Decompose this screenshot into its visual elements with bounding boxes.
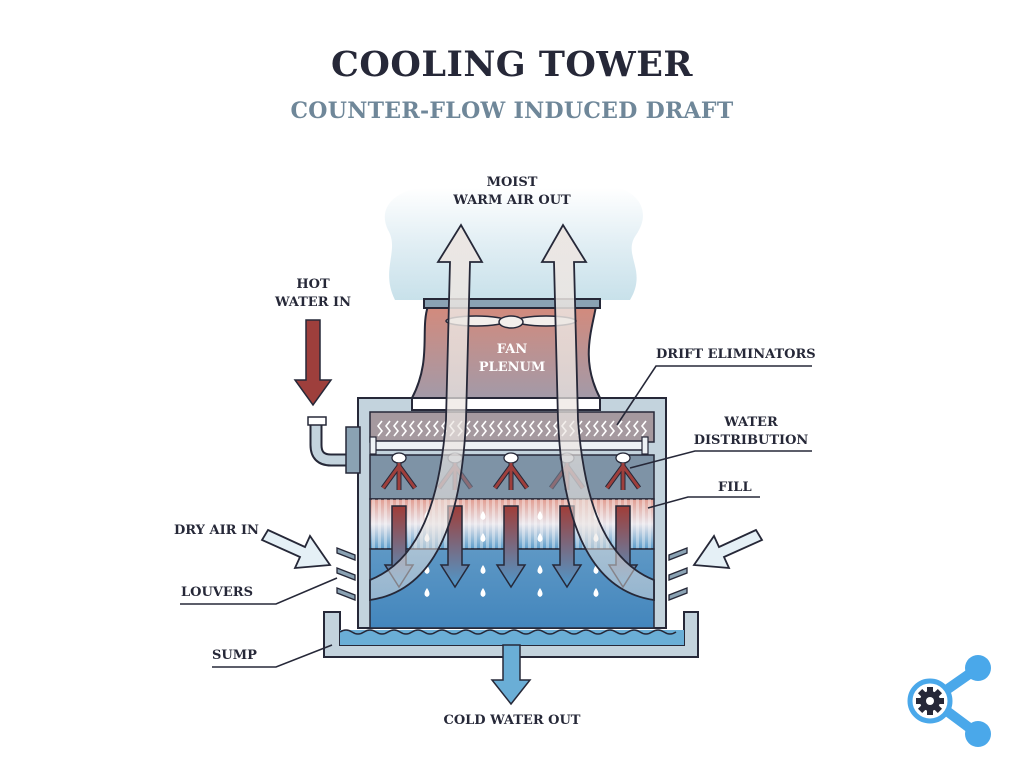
water-surface-wave [339, 629, 677, 635]
falling-water-arrow [495, 505, 527, 589]
chevron-mark [376, 420, 384, 437]
chevron-mark [640, 420, 648, 437]
water-drop [537, 588, 543, 597]
water-drop [537, 533, 543, 542]
diagram-title: COOLING TOWER [331, 44, 693, 85]
water-drop [480, 588, 486, 597]
label-dry-air-in: DRY AIR IN [174, 523, 259, 538]
chevron-mark [464, 420, 472, 437]
hot-water-inlet-pipe [307, 416, 361, 474]
spray-nozzle [492, 452, 530, 490]
chevron-mark [584, 420, 592, 437]
nozzle-head [391, 452, 407, 464]
dry-air-in-arrow-right [692, 528, 764, 570]
water-drop [537, 565, 543, 574]
water-drop [480, 511, 486, 520]
label-fill: FILL [718, 480, 752, 495]
water-drop [480, 565, 486, 574]
nozzle-head [503, 452, 519, 464]
chevron-mark [472, 420, 480, 437]
label-water-distribution-line2: DISTRIBUTION [693, 433, 809, 448]
louvers [336, 547, 688, 601]
label-fan-line1: FAN [496, 342, 528, 357]
label-fan-line2: PLENUM [478, 360, 546, 375]
chevron-mark [384, 420, 392, 437]
cold-water-out-arrow [490, 644, 532, 706]
water-drop [424, 588, 430, 597]
chevron-mark [480, 420, 488, 437]
label-louvers: LOUVERS [181, 585, 253, 600]
sump-basin [323, 611, 699, 658]
chevron-mark [528, 420, 536, 437]
label-water-distribution-line1: WATER [724, 415, 778, 430]
label-cold-water-out: COLD WATER OUT [443, 713, 581, 728]
label-sump: SUMP [212, 648, 257, 663]
water-drop [537, 511, 543, 520]
dry-air-in-arrow-left [260, 528, 332, 570]
drift-eliminator-zone [369, 411, 655, 443]
chevron-mark [600, 420, 608, 437]
spray-arrow [605, 463, 641, 490]
chevron-mark [624, 420, 632, 437]
spray-nozzle [604, 452, 642, 490]
spray-arrow [381, 463, 417, 490]
fan-cap [423, 298, 601, 309]
spray-arrow [493, 463, 529, 490]
leader-lines [180, 365, 812, 668]
chevron-mark [592, 420, 600, 437]
chevron-mark [432, 420, 440, 437]
chevron-mark [424, 420, 432, 437]
chevron-mark [400, 420, 408, 437]
chevron-mark [392, 420, 400, 437]
chevron-mark [552, 420, 560, 437]
chevron-mark [512, 420, 520, 437]
chevron-mark [608, 420, 616, 437]
chevron-mark [544, 420, 552, 437]
chevron-mark [488, 420, 496, 437]
chevron-mark [408, 420, 416, 437]
chevron-mark [616, 420, 624, 437]
nozzle-head [615, 452, 631, 464]
sump-water [340, 630, 684, 645]
label-hot-water-line1: HOT [296, 277, 330, 292]
chevron-mark [504, 420, 512, 437]
water-drop [593, 588, 599, 597]
label-drift-eliminators: DRIFT ELIMINATORS [656, 347, 816, 362]
chevron-mark [632, 420, 640, 437]
chevron-mark [520, 420, 528, 437]
chevron-mark [496, 420, 504, 437]
chevron-mark [416, 420, 424, 437]
label-moist-air-line2: WARM AIR OUT [453, 193, 571, 208]
label-hot-water-line2: WATER IN [274, 295, 352, 310]
hot-water-in-arrow [293, 319, 333, 407]
label-moist-air-line1: MOIST [486, 175, 538, 190]
chevron-mark [536, 420, 544, 437]
airflow-arrows [369, 223, 655, 602]
spray-nozzle [380, 452, 418, 490]
water-drop [480, 533, 486, 542]
diagram-subtitle: COUNTER-FLOW INDUCED DRAFT [290, 98, 734, 124]
distribution-pipe [371, 440, 648, 451]
